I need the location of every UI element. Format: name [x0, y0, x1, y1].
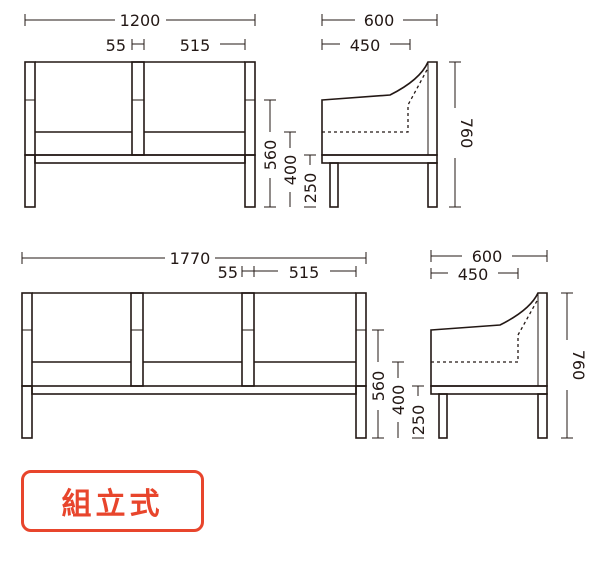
middle-divider — [131, 61, 145, 156]
left-arm — [24, 61, 36, 156]
assembly-badge: 組立式 — [21, 470, 204, 532]
depth-total-label: 600 — [364, 11, 395, 30]
seat-depth-label: 450 — [350, 36, 381, 55]
arm-width-label: 55 — [218, 263, 238, 282]
width-total-label: 1770 — [170, 249, 211, 268]
arm-width-label: 55 — [106, 36, 126, 55]
height-total-label: 760 — [569, 350, 588, 381]
seat-width-label: 515 — [289, 263, 320, 282]
height-400-label: 400 — [389, 385, 408, 416]
top-side-view: 600 450 760 — [321, 11, 476, 208]
height-400-label: 400 — [281, 155, 300, 186]
seat-width-label: 515 — [180, 36, 211, 55]
height-250-label: 250 — [301, 173, 320, 204]
badge-label: 組立式 — [61, 487, 164, 522]
bottom-side-view: 600 450 760 — [430, 247, 588, 439]
height-total-label: 760 — [457, 118, 476, 149]
three-seat-front-view: 1770 55 515 560 400 250 — [21, 249, 428, 439]
height-250-label: 250 — [409, 405, 428, 436]
width-total-label: 1200 — [120, 11, 161, 30]
seat-depth-label: 450 — [458, 265, 489, 284]
seat-height-label: 560 — [369, 371, 388, 402]
leg — [24, 154, 36, 208]
right-arm — [244, 61, 256, 156]
leg — [244, 154, 256, 208]
depth-total-label: 600 — [472, 247, 503, 266]
seat-height-label: 560 — [261, 140, 280, 171]
two-seat-front-view: 1200 55 515 560 400 250 — [24, 11, 320, 208]
